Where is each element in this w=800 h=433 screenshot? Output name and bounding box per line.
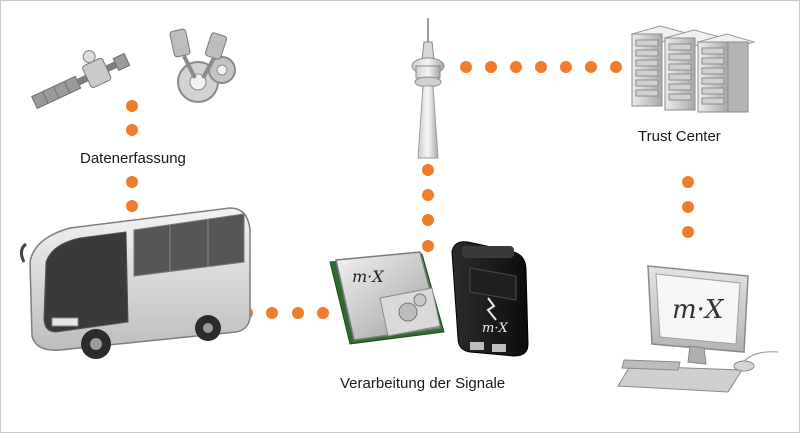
connector-dot <box>422 214 434 226</box>
connector-dot <box>422 240 434 252</box>
connector-dot <box>317 307 329 319</box>
connector-dot <box>610 61 622 73</box>
connector-dot <box>292 307 304 319</box>
monitor-brand-mark: m·X <box>672 295 725 325</box>
bus-icon <box>19 207 251 359</box>
connector-dot <box>460 61 472 73</box>
connector-dot <box>266 307 278 319</box>
server-rack-icon <box>630 25 756 113</box>
connector-dot <box>682 201 694 213</box>
engine-gears-icon <box>169 28 236 103</box>
computer-icon: m·X <box>617 265 779 393</box>
connector-dot <box>422 164 434 176</box>
signal-processing-label: Verarbeitung der Signale <box>340 375 506 392</box>
connector-dot <box>422 189 434 201</box>
connector-dot <box>126 200 138 212</box>
chip-brand-mark: m·X <box>352 267 384 286</box>
trust-center-label: Trust Center <box>638 128 721 145</box>
connector-dot <box>682 176 694 188</box>
svg-text:m·X: m·X <box>482 321 508 336</box>
processor-chip-icon: m·X <box>329 251 445 345</box>
data-capture-label: Datenerfassung <box>80 150 186 167</box>
connector-dot <box>560 61 572 73</box>
connector-dot <box>126 124 138 136</box>
connector-dot <box>126 100 138 112</box>
satellite-icon <box>31 50 131 110</box>
connector-dot <box>126 176 138 188</box>
connector-dot <box>485 61 497 73</box>
connector-dot <box>682 226 694 238</box>
connector-dot <box>535 61 547 73</box>
radio-tower-icon <box>411 18 445 159</box>
connector-dot <box>585 61 597 73</box>
connector-dot <box>510 61 522 73</box>
usb-device-icon: m·X <box>451 241 529 357</box>
